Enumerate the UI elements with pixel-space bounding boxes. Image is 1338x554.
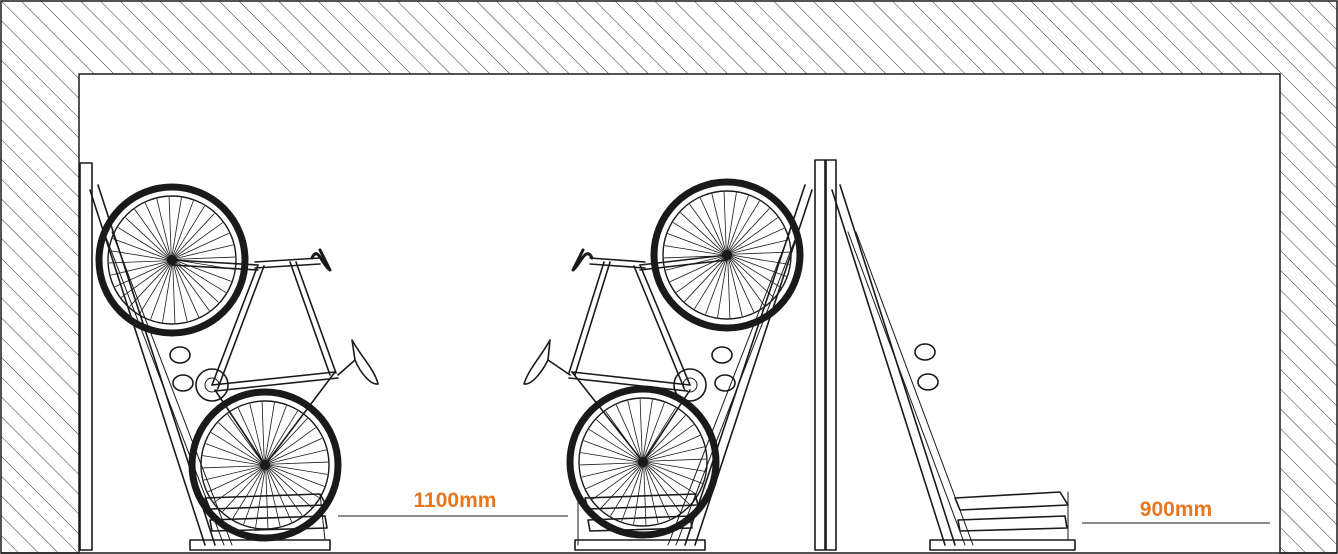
right-empty-rack bbox=[831, 184, 1076, 551]
left-rack bbox=[79, 162, 331, 551]
wheel-spokes bbox=[202, 402, 328, 528]
middle-rack bbox=[574, 159, 837, 551]
wheel-spokes bbox=[664, 192, 790, 318]
wheel-spokes bbox=[109, 197, 235, 323]
dimension-900: 900mm bbox=[1082, 498, 1270, 524]
left-bicycle bbox=[95, 183, 379, 542]
left-upper-wheel bbox=[95, 183, 249, 337]
middle-bicycle bbox=[523, 178, 804, 539]
dimension-label-1100: 1100mm bbox=[414, 489, 497, 512]
dimension-1100: 1100mm bbox=[338, 489, 568, 517]
dimension-label-900: 900mm bbox=[1140, 498, 1212, 521]
wheel-spokes bbox=[580, 399, 706, 525]
